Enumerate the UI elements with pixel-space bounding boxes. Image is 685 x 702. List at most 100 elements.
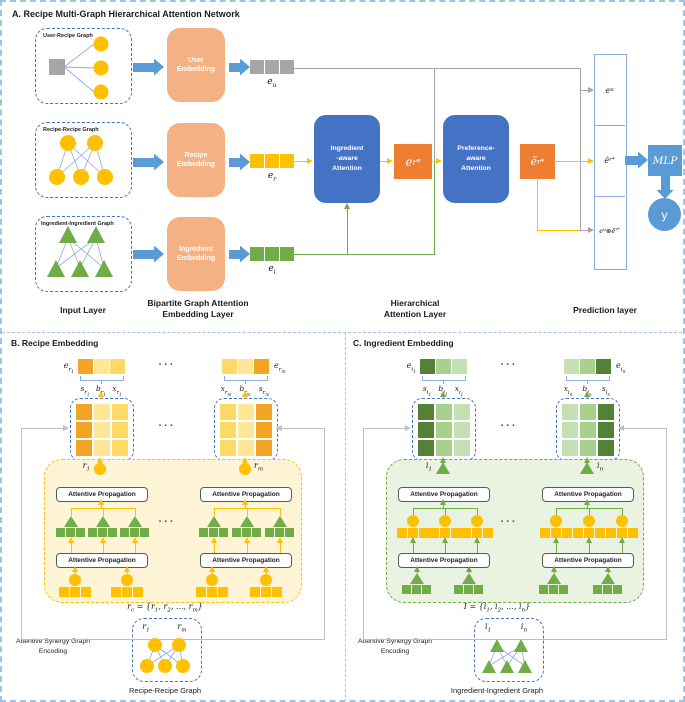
sr1-label: sr1 [80,384,90,397]
connector-line [537,230,580,231]
group-cell [593,585,602,594]
vector-cell [254,359,269,374]
connector-line [622,428,666,429]
group-cell [261,587,271,597]
attentive-propagation-box-b-lr: Attentive Propagation [200,553,292,568]
group-cell [617,528,627,538]
arrowhead [442,537,448,543]
vector-cell [238,359,253,374]
recipe-embedding-box: Recipe Embedding [167,123,225,197]
group-cell [88,528,97,537]
ingredient-ingredient-graph-box [35,216,132,292]
grid-cell [562,422,578,438]
grid-cell [76,422,92,438]
group-cell [454,585,463,594]
flow-arrow-head [240,153,250,171]
vector-cell [580,359,595,374]
arrowhead [588,87,594,93]
arrowhead [132,537,138,543]
vector-cell [110,359,125,374]
group-cell [196,587,206,597]
arrowhead [263,566,269,572]
attentive-propagation-box-c-ur: Attentive Propagation [542,487,634,502]
connector-line [103,508,104,516]
dots-c-grids: ··· [500,420,518,432]
grid-cell [112,422,128,438]
grid-cell [220,440,236,456]
in-node-label: in [597,461,604,473]
arrowhead [242,391,248,397]
arrowhead [63,425,69,431]
connector-line [245,395,246,399]
connector-line [434,68,435,163]
group-cell [81,587,91,597]
ingredient-ingredient-graph-caption: Ingredient-Ingredient Graph [450,686,544,695]
panel-separator-horizontal [2,332,683,333]
node-triangle [273,516,287,527]
connector-line [135,541,136,553]
arrowhead [619,537,625,543]
connector-line [580,68,581,231]
arrowhead [405,425,411,431]
group-cell [218,587,228,597]
bracket-b-left-tick [101,380,102,384]
grid-cell [418,404,434,420]
connector-line [477,508,478,515]
node-circle [616,515,628,527]
group-cell [265,528,274,537]
group-cell [549,585,558,594]
arrowhead [553,537,559,543]
connector-line [443,395,444,399]
grid-cell [454,404,470,420]
attentive-propagation-box-b-ur: Attentive Propagation [200,487,292,502]
grid-cell [256,422,272,438]
ingredient-embedding-box: Ingredient Embedding [167,217,225,291]
panel-b-header: B. Recipe Embedding [11,338,99,348]
vector-cell [250,60,264,74]
bin-label: bin [582,384,592,397]
vector-cell [94,359,109,374]
group-cell [242,528,251,537]
arrowhead [551,566,557,572]
arrowhead [209,566,215,572]
flow-arrow [133,157,155,167]
attentive-synergy-label-c: Attentive Synergy Graph Encoding [357,638,433,655]
attentive-propagation-box-c-ul: Attentive Propagation [398,487,490,502]
erm-vector-label: erm [274,361,286,375]
vector-cell [265,60,279,74]
group-cell [108,528,117,537]
grid-cell [94,404,110,420]
recipe-set-formula: rc = {r1, r2, ..., rm} [127,602,203,614]
node-triangle [240,516,254,527]
connector-line [247,508,248,516]
group-cell [584,528,594,538]
graph-b-rm-label: rm [177,622,187,634]
arrowhead [100,537,106,543]
arrowhead [72,566,78,572]
flow-arrow-head [638,151,648,169]
arrowhead [440,499,446,505]
attentive-synergy-label-b: Attentive Synergy Graph Encoding [15,638,91,655]
flow-arrow-head [154,245,164,263]
connector-line [214,508,215,516]
arrowhead [242,499,248,505]
arrowhead [588,227,594,233]
arrowhead [414,566,420,572]
attentive-propagation-box-b-ul: Attentive Propagation [56,487,148,502]
group-cell [551,528,561,538]
group-cell [59,587,69,597]
dots-c-top: ··· [500,359,518,371]
si1-label: si1 [422,384,432,397]
group-cell [130,528,139,537]
grid-cell [256,440,272,456]
grid-cell [562,440,578,456]
flow-arrow [229,157,241,167]
vector-cell [564,359,579,374]
bracket-c-left-tick [443,380,444,384]
group-cell [252,528,261,537]
hierarchical-layer-label: Hierarchical Attention Layer [383,298,447,320]
vector-cell [280,60,294,74]
group-cell [451,528,461,538]
arrowhead [588,158,594,164]
